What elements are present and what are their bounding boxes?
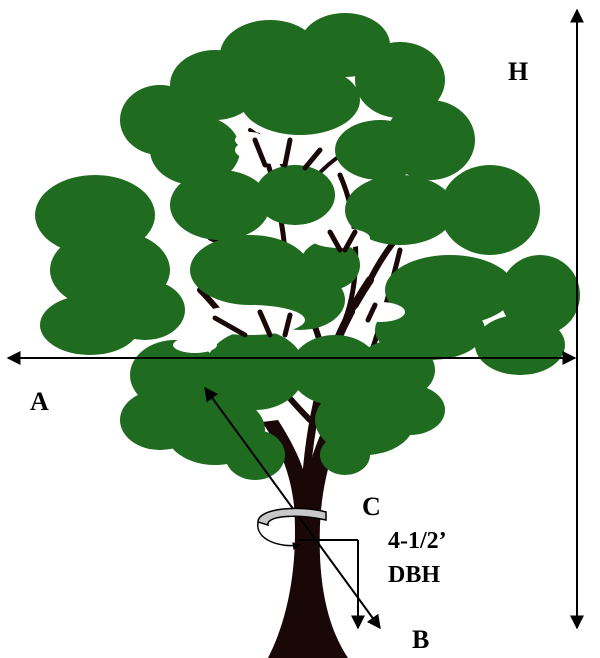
- tree-canopy: [35, 13, 580, 480]
- circumference-label: C: [362, 492, 381, 521]
- height-label: H: [508, 57, 528, 86]
- crown-width-label: A: [30, 387, 49, 416]
- gap-branches: [212, 137, 378, 338]
- circumference-tape: [257, 507, 327, 551]
- dbh-height-marker: [298, 539, 365, 630]
- measure-height-label: 4-1/2’: [388, 528, 447, 554]
- dbh-label: DBH: [388, 562, 440, 588]
- lean-label: B: [412, 625, 429, 654]
